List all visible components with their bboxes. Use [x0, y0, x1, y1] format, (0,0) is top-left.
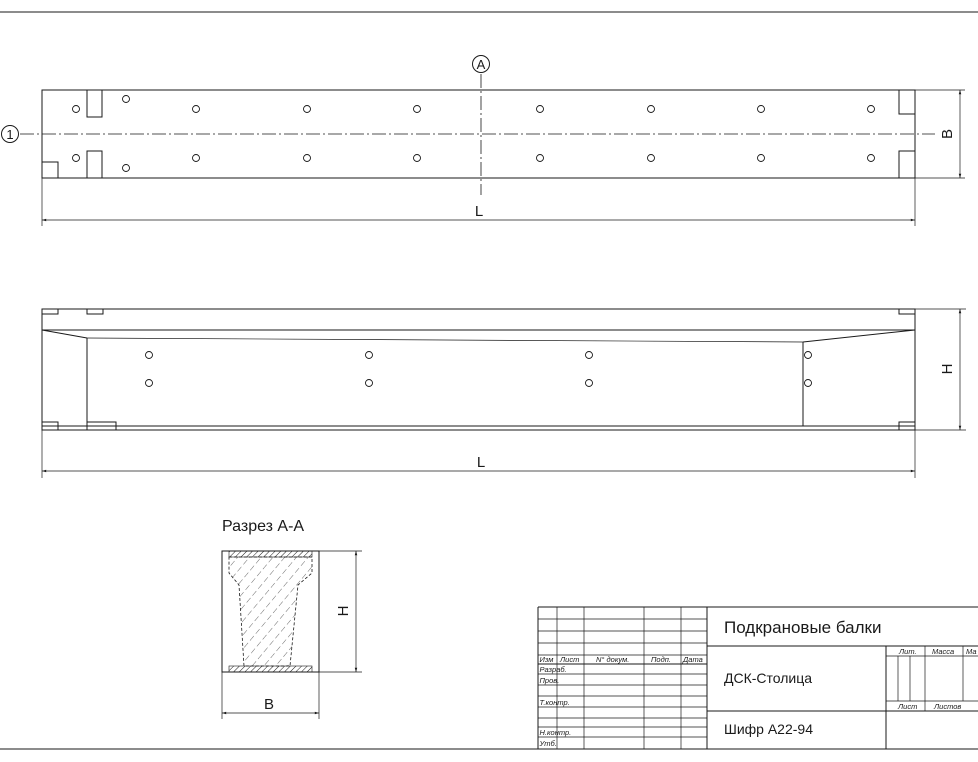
svg-text:Пров.: Пров. [540, 676, 560, 685]
svg-text:L: L [477, 454, 485, 471]
elevation-view [41, 308, 916, 431]
elevation-dimension-length: L [41, 430, 916, 478]
svg-text:Подп.: Подп. [651, 655, 671, 664]
section-dimension-width: B [221, 672, 320, 719]
stamp-organization: ДСК-Столица [724, 670, 812, 686]
elevation-dimension-height: H [915, 308, 966, 431]
svg-text:H: H [939, 364, 956, 375]
svg-text:B: B [264, 696, 274, 713]
section-a-a [221, 550, 320, 673]
plan-holes [72, 95, 875, 172]
axis-bubble-a: A [472, 55, 490, 73]
axis-bubble-1: 1 [1, 125, 19, 143]
svg-text:1: 1 [6, 127, 13, 142]
svg-text:Лит.: Лит. [898, 647, 917, 656]
stamp-code: Шифр А22-94 [724, 721, 813, 737]
svg-text:L: L [475, 203, 483, 220]
section-title: Разрез А-А [222, 518, 304, 535]
svg-text:Масса: Масса [932, 647, 954, 656]
plan-dimension-length: L [41, 178, 916, 226]
section-dimension-height: H [319, 550, 362, 673]
svg-text:Утб.: Утб. [539, 739, 557, 748]
svg-text:Лист: Лист [559, 655, 579, 664]
svg-text:N° докум.: N° докум. [596, 655, 629, 664]
plan-view [20, 74, 935, 195]
svg-text:Листов: Листов [933, 702, 961, 711]
sheet-frame [0, 11, 978, 750]
svg-text:Дата: Дата [682, 655, 703, 664]
svg-text:Н.контр.: Н.контр. [540, 728, 572, 737]
svg-text:A: A [477, 57, 486, 72]
svg-text:Лист: Лист [897, 702, 917, 711]
svg-text:B: B [939, 129, 956, 139]
plan-dimension-width: B [915, 89, 965, 179]
svg-text:Изм: Изм [540, 655, 554, 664]
title-block-labels: Изм Лист N° докум. Подп. Дата Разраб. Пр… [539, 647, 977, 748]
svg-text:H: H [335, 606, 352, 617]
svg-text:Ма: Ма [966, 647, 977, 656]
svg-text:Т.контр.: Т.контр. [540, 698, 570, 707]
svg-text:Разраб.: Разраб. [540, 665, 567, 674]
title-block [537, 606, 978, 749]
stamp-title: Подкрановые балки [724, 618, 882, 637]
elevation-holes [145, 351, 812, 387]
